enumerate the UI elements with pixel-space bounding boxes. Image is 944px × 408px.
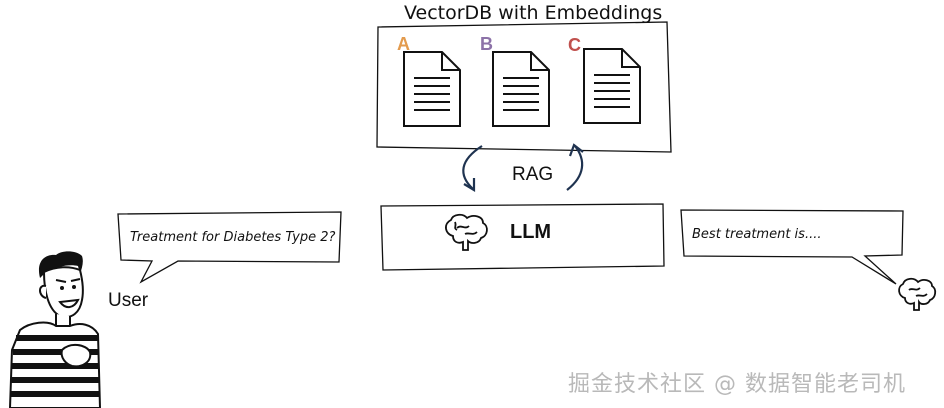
vectordb-box <box>376 21 672 153</box>
user-query-text: Treatment for Diabetes Type 2? <box>130 230 336 245</box>
curved-arrow-up <box>566 143 584 191</box>
document-icon <box>583 48 641 124</box>
response-speech-bubble <box>680 209 904 285</box>
response-text: Best treatment is.... <box>692 227 822 242</box>
document-label-a: A <box>397 34 410 54</box>
llm-box <box>380 203 665 271</box>
document-label-c: C <box>568 35 581 55</box>
document-label-b: B <box>480 34 493 54</box>
document-icon <box>492 51 550 127</box>
rag-label: RAG <box>512 164 554 185</box>
vectordb-title: VectorDB with Embeddings <box>404 2 663 24</box>
brain-icon <box>898 277 937 311</box>
llm-label: LLM <box>510 221 552 243</box>
curved-arrow-down <box>462 145 483 192</box>
user-speech-bubble <box>117 211 342 284</box>
watermark: 掘金技术社区 @ 数据智能老司机 <box>568 372 906 397</box>
user-avatar <box>8 251 102 408</box>
brain-icon <box>445 213 488 251</box>
document-icon <box>403 51 461 127</box>
user-label: User <box>108 290 149 311</box>
